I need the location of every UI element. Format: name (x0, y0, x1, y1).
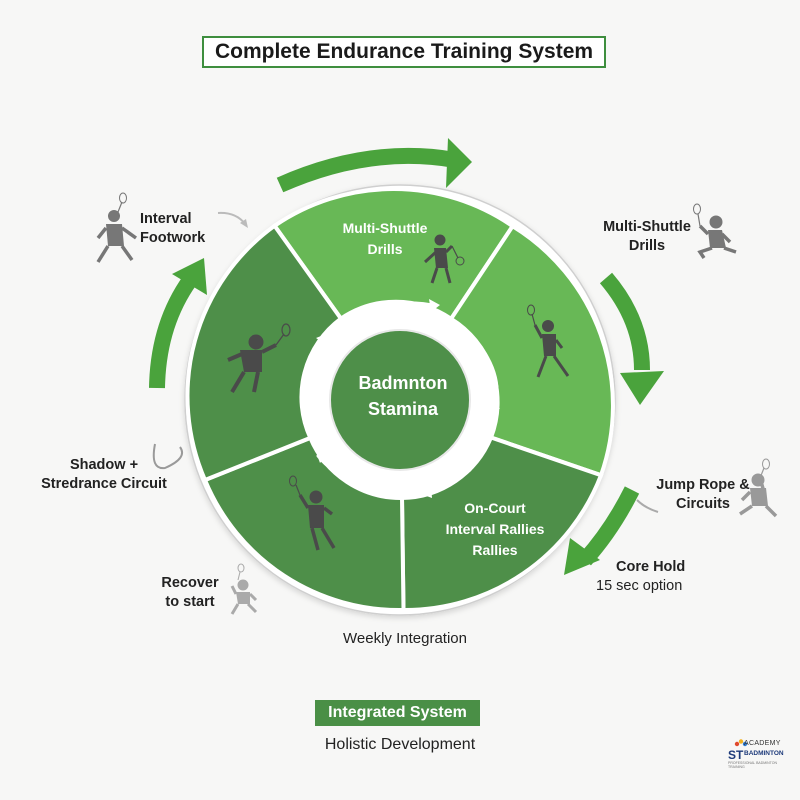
logo-name: BADMINTON (744, 750, 784, 757)
player-icon (693, 203, 737, 259)
center-label: Badmnton Stamina (338, 370, 468, 422)
player-icon (527, 304, 570, 378)
segment-top-label: Multi-Shuttle Drills (320, 218, 450, 260)
rope-icon (636, 499, 659, 513)
center-line2: Stamina (367, 399, 439, 419)
segment-top-line2: Drills (367, 241, 403, 257)
shadow-line1: Shadow + (69, 457, 139, 473)
core-hold-line2: 15 sec option (596, 578, 683, 594)
segment-bottom-right-line2: Interval Rallies (445, 521, 545, 537)
center-line1: Badmnton (358, 373, 448, 393)
inner-arrowheads (316, 299, 500, 498)
multi-shuttle-line1: Multi-Shuttle (603, 219, 691, 235)
segment-top-line1: Multi-Shuttle (342, 220, 428, 236)
recover-label: Recover to start (150, 574, 230, 612)
shadow-label: Shadow + Stredrance Circuit (34, 456, 174, 494)
player-icon (227, 323, 291, 394)
core-hold-line1: Core Hold (616, 559, 686, 575)
inner-arrows (300, 301, 499, 494)
arrow-top (276, 147, 457, 193)
player-icon (96, 192, 138, 263)
academy-logo: ACADEMY ST BADMINTON PROFESSIONAL BADMIN… (728, 738, 790, 769)
segment-bottom-right-line1: On-Court (464, 500, 526, 516)
arrow-bottom-right (579, 486, 640, 566)
jump-rope-line2: Circuits (676, 496, 730, 512)
segment-bottom-right-line3: Rallies (472, 542, 518, 558)
shadow-line2: Stredrance Circuit (41, 476, 167, 492)
player-icon (230, 563, 258, 615)
recover-line1: Recover (161, 575, 219, 591)
logo-mark: ST (728, 748, 744, 762)
multi-shuttle-label: Multi-Shuttle Drills (597, 218, 697, 256)
logo-academy: ACADEMY (744, 740, 781, 747)
jump-rope-label: Jump Rope & Circuits (652, 476, 754, 514)
player-icon (289, 475, 336, 551)
logo-tagline: PROFESSIONAL BADMINTON TRAINING (728, 761, 778, 769)
player-icon (423, 234, 465, 284)
jump-rope-line1: Jump Rope & (656, 477, 750, 493)
core-hold-label: Core Hold 15 sec option (596, 558, 706, 596)
interval-footwork-line1: Interval (140, 211, 192, 227)
multi-shuttle-line2: Drills (628, 238, 666, 254)
segment-bottom-right-label: On-Court Interval Rallies Rallies (425, 498, 565, 561)
segment-bottom-left (202, 435, 406, 613)
arrow-left (149, 275, 197, 389)
pointer-arrowhead-icon (240, 219, 248, 228)
outer-arrowheads (172, 138, 664, 575)
center-circle (329, 329, 471, 471)
weekly-integration-text: Weekly Integration (343, 630, 467, 647)
logo-mark-icon (734, 739, 748, 747)
recover-line2: to start (165, 594, 215, 610)
pointer-arrow-icon (217, 211, 246, 225)
cable-icon (152, 443, 184, 470)
integrated-system-badge: Integrated System (315, 700, 480, 726)
arrow-right (599, 272, 650, 371)
page-title: Complete Endurance Training System (202, 36, 606, 68)
holistic-development-text: Holistic Development (324, 736, 476, 753)
player-icon (739, 458, 778, 518)
segment-top (271, 187, 516, 322)
interval-footwork-label: Interval Footwork (140, 210, 205, 248)
interval-footwork-line2: Footwork (140, 230, 206, 246)
